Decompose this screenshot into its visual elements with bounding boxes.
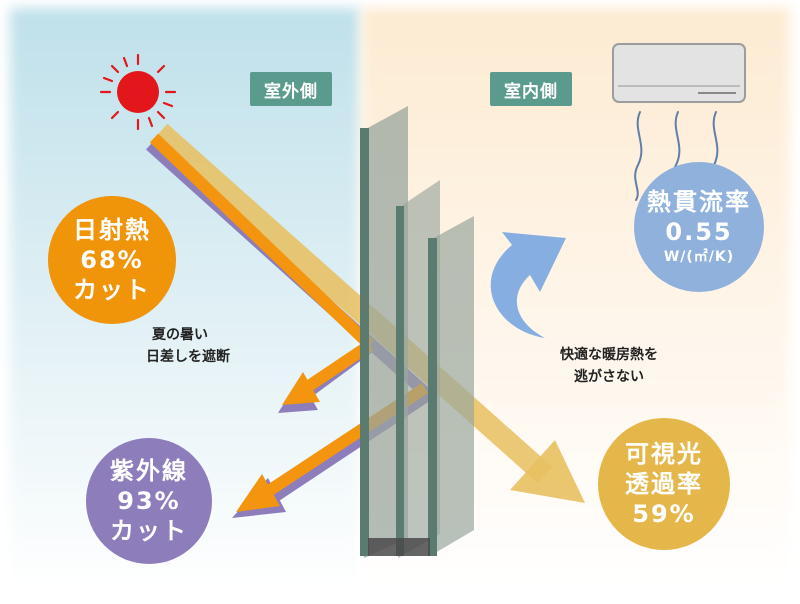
uv-value: 93% bbox=[117, 487, 181, 515]
visible-light-title: 可視光 bbox=[625, 440, 703, 468]
outside-label: 室外側 bbox=[250, 72, 332, 106]
summer-caption-line1: 夏の暑い bbox=[152, 327, 208, 343]
air-conditioner-icon bbox=[612, 43, 746, 103]
summer-caption: 夏の暑い 日差しを遮断 bbox=[146, 324, 230, 368]
uv-badge: 紫外線 93% カット bbox=[86, 438, 212, 564]
warm-caption-line1: 快適な暖房熱を bbox=[560, 347, 658, 363]
visible-light-value: 59% bbox=[632, 500, 696, 528]
uv-title: 紫外線 bbox=[110, 457, 188, 485]
u-value-badge: 熱貫流率 0.55 W/(㎡/K) bbox=[634, 162, 764, 292]
solar-heat-title: 日射熱 bbox=[73, 216, 151, 244]
solar-heat-unit: カット bbox=[73, 276, 151, 304]
circular-arrow-icon bbox=[490, 232, 566, 338]
solar-heat-value: 68% bbox=[80, 246, 144, 274]
solar-heat-badge: 日射熱 68% カット bbox=[48, 196, 176, 324]
visible-light-badge: 可視光 透過率 59% bbox=[598, 418, 730, 550]
double-glazing-panes bbox=[360, 106, 474, 558]
summer-caption-line2: 日差しを遮断 bbox=[146, 349, 230, 365]
u-value-title: 熱貫流率 bbox=[647, 188, 751, 216]
sun-icon bbox=[99, 53, 177, 131]
warm-caption: 快適な暖房熱を 逃がさない bbox=[560, 344, 658, 388]
warm-caption-line2: 逃がさない bbox=[574, 369, 644, 385]
uv-unit: カット bbox=[110, 517, 188, 545]
visible-light-subtitle: 透過率 bbox=[625, 470, 703, 498]
u-value-number: 0.55 bbox=[665, 218, 733, 246]
visible-light-beam bbox=[152, 123, 585, 503]
inside-label: 室内側 bbox=[490, 72, 572, 106]
u-value-unit: W/(㎡/K) bbox=[663, 249, 735, 265]
